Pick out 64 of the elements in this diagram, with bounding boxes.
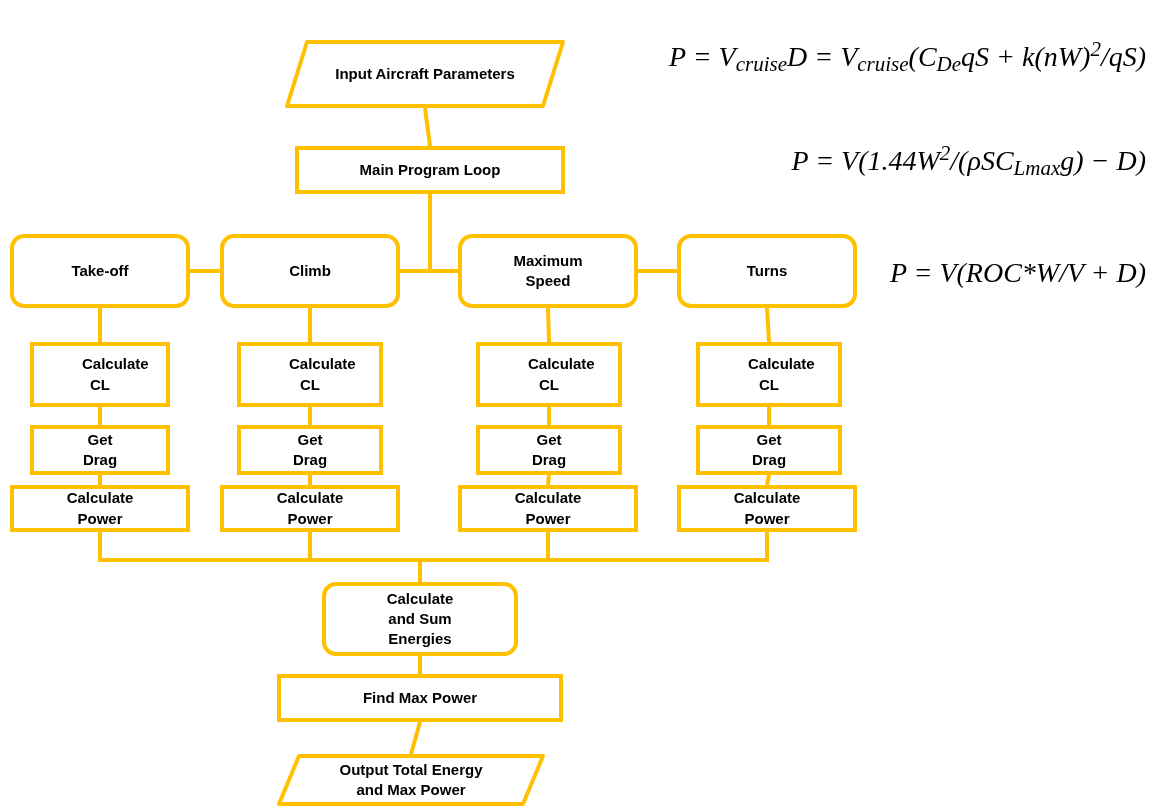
connector-line (546, 307, 551, 343)
node-label: Calculate CL (288, 354, 357, 395)
connector-line (98, 475, 102, 485)
process-box (696, 425, 842, 475)
connector-line (765, 307, 771, 343)
node-label: Maximum Speed (512, 250, 584, 291)
process-box (10, 485, 190, 532)
node-label: Calculate Power (732, 488, 802, 529)
connector-line (308, 308, 312, 342)
node-label: Calculate Power (513, 488, 583, 529)
node-label: Calculate CL (527, 354, 596, 395)
process-box (237, 342, 383, 407)
process-box (277, 674, 563, 722)
process-box (696, 342, 842, 407)
connector-line (767, 407, 771, 425)
node-label: Get Drag (81, 429, 119, 470)
process-box (237, 425, 383, 475)
node-label: Main Program Loop (358, 159, 502, 180)
connector-line (98, 407, 102, 425)
node-label: Turns (745, 260, 789, 281)
connector-line (638, 269, 677, 273)
connector-line (547, 407, 551, 425)
process-box (677, 485, 857, 532)
connector-line (418, 532, 769, 582)
connector-line (409, 721, 422, 755)
connector-line (190, 269, 220, 273)
rounded-process-box (220, 234, 400, 308)
connector-line (765, 474, 771, 486)
node-label: Get Drag (750, 429, 788, 470)
process-box (476, 425, 622, 475)
equation: P = V(ROC*W/V + D) (889, 256, 1146, 290)
node-label: Get Drag (530, 429, 568, 470)
node-label: Find Max Power (361, 687, 479, 708)
io-parallelogram (277, 754, 545, 806)
equation: P = V$_{cruise}$D = V$_{cruise}$(C$_{De}$qS + k(nW)$^{2}$/qS) (669, 36, 1146, 78)
process-box (458, 485, 638, 532)
connector-line (308, 407, 312, 425)
node-label: Get Drag (291, 429, 329, 470)
process-box (476, 342, 622, 407)
node-label: Calculate CL (747, 354, 816, 395)
equation: P = V(1.44W$^{2}$/(ρSC$_{Lmax}$g) − D) (791, 140, 1146, 182)
rounded-process-box (677, 234, 857, 308)
node-label: Calculate Power (65, 488, 135, 529)
rounded-process-box (10, 234, 190, 308)
node-label: Input Aircraft Parameters (334, 63, 516, 84)
node-label: Take-off (70, 260, 130, 281)
connector-line (308, 475, 312, 485)
node-label: Climb (288, 260, 332, 281)
node-label: Calculate CL (81, 354, 150, 395)
process-box (295, 146, 565, 194)
connector-line (546, 474, 551, 486)
connector-line (98, 308, 102, 342)
node-label: Calculate Power (275, 488, 345, 529)
connector-line (418, 656, 422, 674)
process-box (30, 342, 170, 407)
process-box (30, 425, 170, 475)
node-label: Calculate and Sum Energies (385, 588, 455, 650)
rounded-process-box (322, 582, 518, 656)
node-label: Output Total Energy and Max Power (338, 759, 484, 800)
connector-line (428, 194, 458, 273)
io-parallelogram (285, 40, 565, 108)
connector-line (423, 107, 432, 147)
rounded-process-box (458, 234, 638, 308)
process-box (220, 485, 400, 532)
